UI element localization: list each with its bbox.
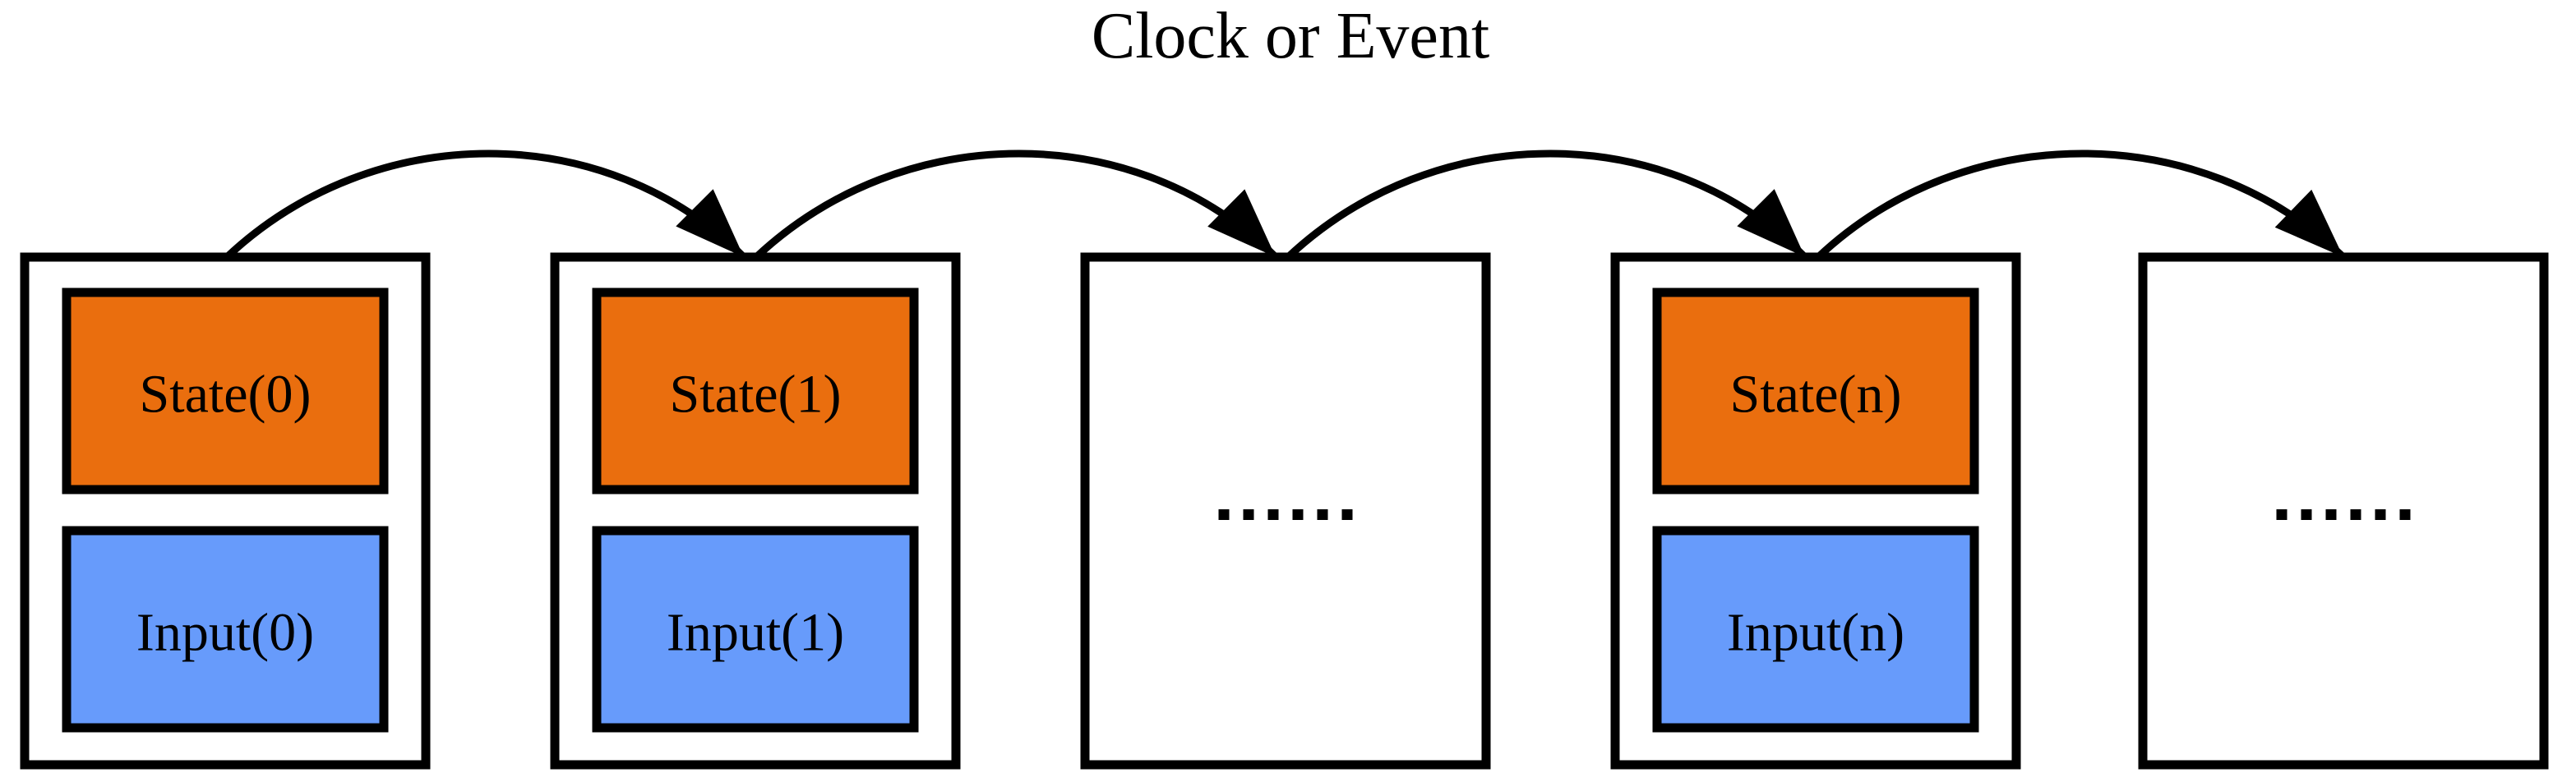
ellipsis-dot <box>2276 509 2287 520</box>
arrow-0-to-1 <box>224 150 747 260</box>
stage-frame[interactable] <box>1080 252 1491 770</box>
input-cell[interactable] <box>1652 526 1979 733</box>
stage-0[interactable]: State(0) Input(0) <box>20 252 431 770</box>
arrow-3-to-4 <box>1815 150 2347 260</box>
arrow-curve <box>1815 150 2347 260</box>
input-cell[interactable] <box>592 526 919 733</box>
stage-gap-2[interactable] <box>2138 252 2549 770</box>
stages-layer: State(0) Input(0) State(1) Input(1) State(n)… <box>20 252 2549 770</box>
input-label: Input(1) <box>667 603 844 663</box>
ellipsis-dot <box>2350 509 2361 520</box>
input-label: Input(0) <box>136 603 314 663</box>
state-cell[interactable] <box>1652 288 1979 494</box>
arrow-1-to-2 <box>753 150 1279 260</box>
ellipsis-dot <box>2301 509 2312 520</box>
ellipsis-icon <box>1218 509 1353 520</box>
ellipsis-dot <box>1341 509 1353 520</box>
stage-frame[interactable] <box>2138 252 2549 770</box>
arrowhead-icon <box>1737 189 1805 257</box>
arrow-curve <box>224 150 747 260</box>
stage-gap-1[interactable] <box>1080 252 1491 770</box>
stage-1[interactable]: State(1) Input(1) <box>550 252 961 770</box>
ellipsis-dot <box>2325 509 2337 520</box>
diagram-title: Clock or Event <box>1092 0 1489 72</box>
input-cell[interactable] <box>62 526 389 733</box>
arrowhead-icon <box>2274 189 2343 257</box>
state-cell[interactable] <box>62 288 389 494</box>
ellipsis-dot <box>1292 509 1304 520</box>
arrow-2-to-3 <box>1285 150 1808 260</box>
state-label: State(1) <box>670 365 842 425</box>
input-label: Input(n) <box>1727 603 1904 663</box>
ellipsis-dot <box>1267 509 1279 520</box>
ellipsis-dot <box>1218 509 1230 520</box>
ellipsis-dot <box>1243 509 1254 520</box>
state-label: State(n) <box>1730 365 1902 425</box>
arrowhead-icon <box>1207 189 1276 257</box>
arrow-curve <box>753 150 1279 260</box>
ellipsis-icon <box>2276 509 2411 520</box>
ellipsis-dot <box>1317 509 1328 520</box>
arrow-curve <box>1285 150 1808 260</box>
ellipsis-dot <box>2375 509 2386 520</box>
arrow-layer <box>224 150 2347 260</box>
stage-n[interactable]: State(n) Input(n) <box>1610 252 2021 770</box>
ellipsis-dot <box>2399 509 2411 520</box>
arrowhead-icon <box>676 189 744 257</box>
state-label: State(0) <box>140 365 312 425</box>
state-cell[interactable] <box>592 288 919 494</box>
